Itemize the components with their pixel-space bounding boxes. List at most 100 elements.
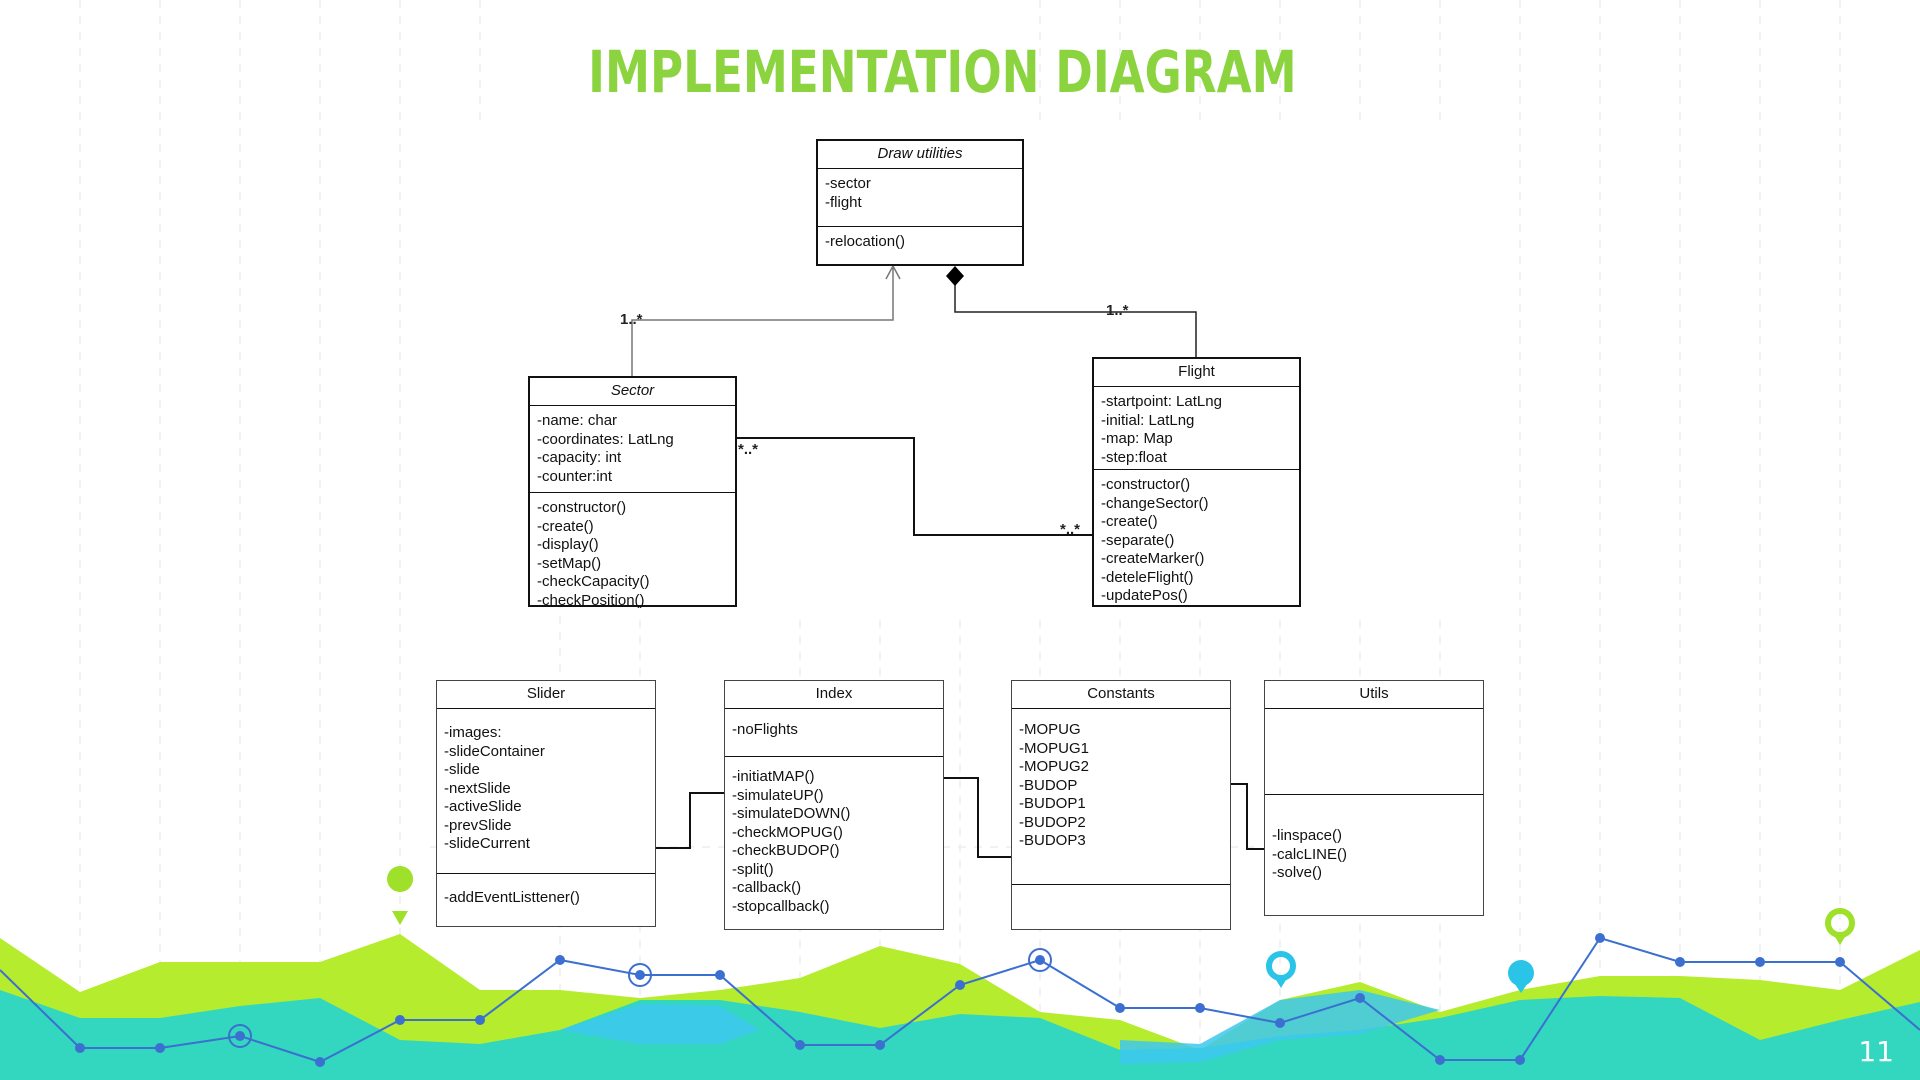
attribute: -counter:int xyxy=(537,467,613,485)
methods-section: -constructor() -create() -display() -set… xyxy=(530,493,735,616)
method: -create() xyxy=(537,517,594,535)
class-index: Index -noFlights -initiatMAP() -simulate… xyxy=(724,680,944,930)
method: -simulateUP() xyxy=(732,786,824,804)
slider-index-link xyxy=(655,792,725,849)
class-sector: Sector -name: char -coordinates: LatLng … xyxy=(528,376,737,609)
method: -constructor() xyxy=(537,499,627,516)
attribute: -flight xyxy=(825,193,862,211)
highlight-rings xyxy=(228,948,1052,1048)
sector-flight-association xyxy=(736,437,1093,536)
attribute: -name: char xyxy=(537,412,618,429)
method: -solve() xyxy=(1272,864,1323,881)
method: -simulateDOWN() xyxy=(732,805,851,822)
method: -linspace() xyxy=(1272,827,1343,844)
attribute: -nextSlide xyxy=(444,779,511,797)
class-constants: Constants -MOPUG -MOPUG1 -MOPUG2 -BUDOP … xyxy=(1011,680,1231,930)
attribute: -sector xyxy=(825,175,871,192)
attribute: -prevSlide xyxy=(444,816,512,834)
method: -callback() xyxy=(732,879,802,896)
attribute: -BUDOP1 xyxy=(1019,795,1086,812)
methods-section: -addEventListtener() xyxy=(437,874,655,914)
attributes-section: -noFlights xyxy=(725,709,943,757)
methods-section: -initiatMAP() -simulateUP() -simulateDOW… xyxy=(725,757,943,922)
attribute: -images: xyxy=(444,724,502,741)
attribute: -capacity: int xyxy=(537,449,622,466)
method: -stopcallback() xyxy=(732,897,830,915)
method: -checkBUDOP() xyxy=(732,842,840,859)
method: -relocation() xyxy=(825,233,906,250)
composition-diamond xyxy=(946,266,964,286)
attribute: -map: Map xyxy=(1101,430,1173,447)
method: -createMarker() xyxy=(1101,550,1205,567)
class-draw-utilities: Draw utilities -sector -flight -relocati… xyxy=(816,139,1024,266)
map-pin-green-outline-icon xyxy=(1825,908,1855,945)
map-pin-solid-icon xyxy=(1508,960,1534,993)
attribute: -slideCurrent xyxy=(444,835,530,852)
attributes-section: -images: -slideContainer -slide -nextSli… xyxy=(437,709,655,874)
index-constants-link xyxy=(942,777,1012,858)
method: -initiatMAP() xyxy=(732,768,815,785)
multiplicity-flight-side: *..* xyxy=(1060,521,1080,538)
attribute: -step:float xyxy=(1101,448,1167,466)
methods-section: -constructor() -changeSector() -create()… xyxy=(1094,470,1299,612)
attributes-section: -sector -flight xyxy=(818,169,1022,227)
sector-draw-association xyxy=(631,267,894,376)
attribute: -MOPUG xyxy=(1019,721,1081,738)
class-name: Utils xyxy=(1265,681,1483,709)
method: -setMap() xyxy=(537,554,602,572)
page-number: 11 xyxy=(1858,1035,1894,1068)
attribute: -activeSlide xyxy=(444,798,522,815)
class-utils: Utils -linspace() -calcLINE() -solve() xyxy=(1264,680,1484,916)
attribute: -MOPUG1 xyxy=(1019,739,1090,757)
method: -checkCapacity() xyxy=(537,573,650,590)
method: -updatePos() xyxy=(1101,587,1188,604)
attribute: -BUDOP xyxy=(1019,776,1078,794)
class-flight: Flight -startpoint: LatLng -initial: Lat… xyxy=(1092,357,1301,607)
class-name: Index xyxy=(725,681,943,709)
attribute: -startpoint: LatLng xyxy=(1101,393,1222,410)
attribute: -MOPUG2 xyxy=(1019,758,1090,775)
class-slider: Slider -images: -slideContainer -slide -… xyxy=(436,680,656,927)
method: -split() xyxy=(732,860,774,878)
class-name: Slider xyxy=(437,681,655,709)
method: -constructor() xyxy=(1101,476,1191,493)
method: -checkPosition() xyxy=(537,591,645,609)
open-arrow-head xyxy=(885,264,901,280)
attributes-section: -startpoint: LatLng -initial: LatLng -ma… xyxy=(1094,387,1299,470)
map-pin-outline-icon xyxy=(1266,951,1296,988)
attribute: -BUDOP3 xyxy=(1019,832,1086,849)
attributes-section xyxy=(1265,709,1483,795)
class-name: Constants xyxy=(1012,681,1230,709)
method: -calcLINE() xyxy=(1272,845,1348,863)
class-name: Draw utilities xyxy=(818,141,1022,169)
attribute: -coordinates: LatLng xyxy=(537,430,674,448)
attribute: -noFlights xyxy=(732,721,798,738)
attribute: -initial: LatLng xyxy=(1101,411,1195,429)
method: -deteleFlight() xyxy=(1101,568,1194,586)
constants-utils-link xyxy=(1230,783,1265,850)
method: -checkMOPUG() xyxy=(732,823,843,841)
method: -display() xyxy=(537,536,599,553)
method: -changeSector() xyxy=(1101,494,1209,512)
map-pin-icon xyxy=(387,866,414,925)
attributes-section: -MOPUG -MOPUG1 -MOPUG2 -BUDOP -BUDOP1 -B… xyxy=(1012,709,1230,885)
slide-title: IMPLEMENTATION DIAGRAM xyxy=(588,38,1297,106)
method: -separate() xyxy=(1101,531,1175,549)
multiplicity-flight-draw: 1..* xyxy=(1106,302,1129,319)
cyan-patches xyxy=(560,1004,760,1044)
class-name: Sector xyxy=(530,378,735,406)
methods-section: -linspace() -calcLINE() -solve() xyxy=(1265,795,1483,889)
method: -addEventListtener() xyxy=(444,889,580,906)
multiplicity-sector-side: *..* xyxy=(738,441,758,458)
attribute: -slide xyxy=(444,761,480,778)
method: -create() xyxy=(1101,513,1158,530)
attributes-section: -name: char -coordinates: LatLng -capaci… xyxy=(530,406,735,493)
flight-draw-composition xyxy=(954,283,1197,357)
trend-points xyxy=(75,933,1845,1067)
attribute: -BUDOP2 xyxy=(1019,813,1086,831)
attribute: -slideContainer xyxy=(444,742,545,760)
methods-section: -relocation() xyxy=(818,227,1022,258)
class-name: Flight xyxy=(1094,359,1299,387)
